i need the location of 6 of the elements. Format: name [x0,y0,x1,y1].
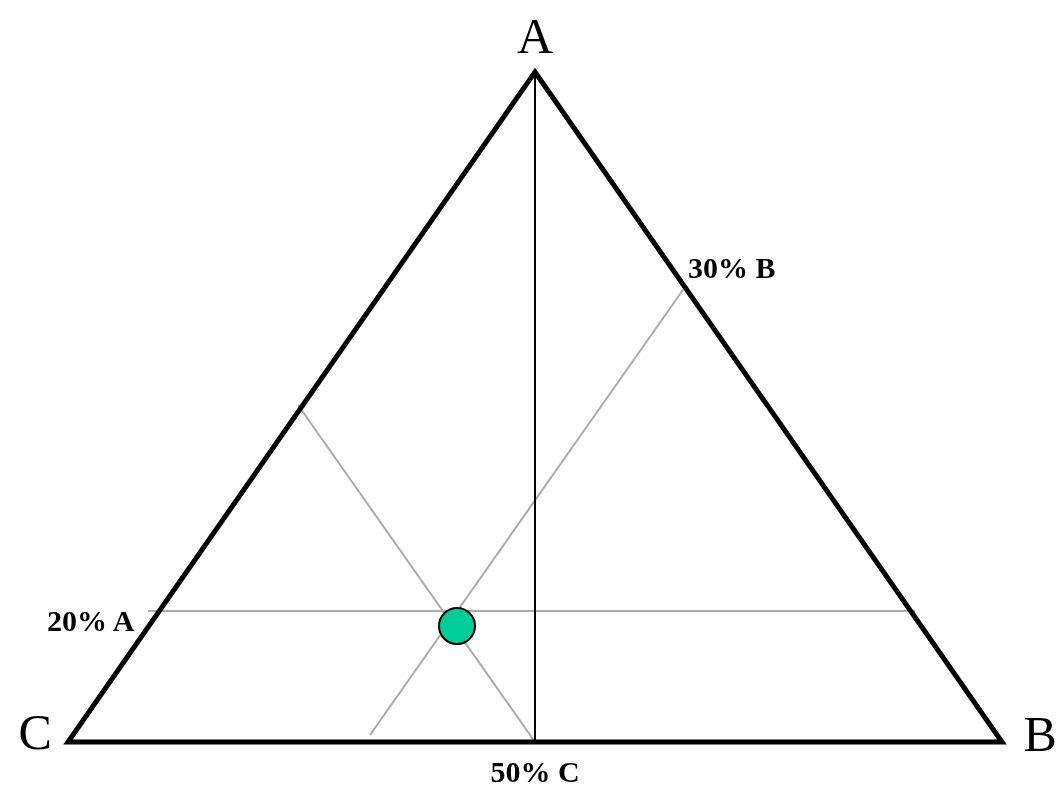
axis-value-label: 30% B [688,253,776,283]
vertex-label: C [18,707,52,757]
axis-value-label: 20% A [47,606,135,636]
axis-value-label: 50% C [490,757,580,787]
vertex-label: A [517,11,554,61]
vertex-label: B [1023,709,1057,759]
